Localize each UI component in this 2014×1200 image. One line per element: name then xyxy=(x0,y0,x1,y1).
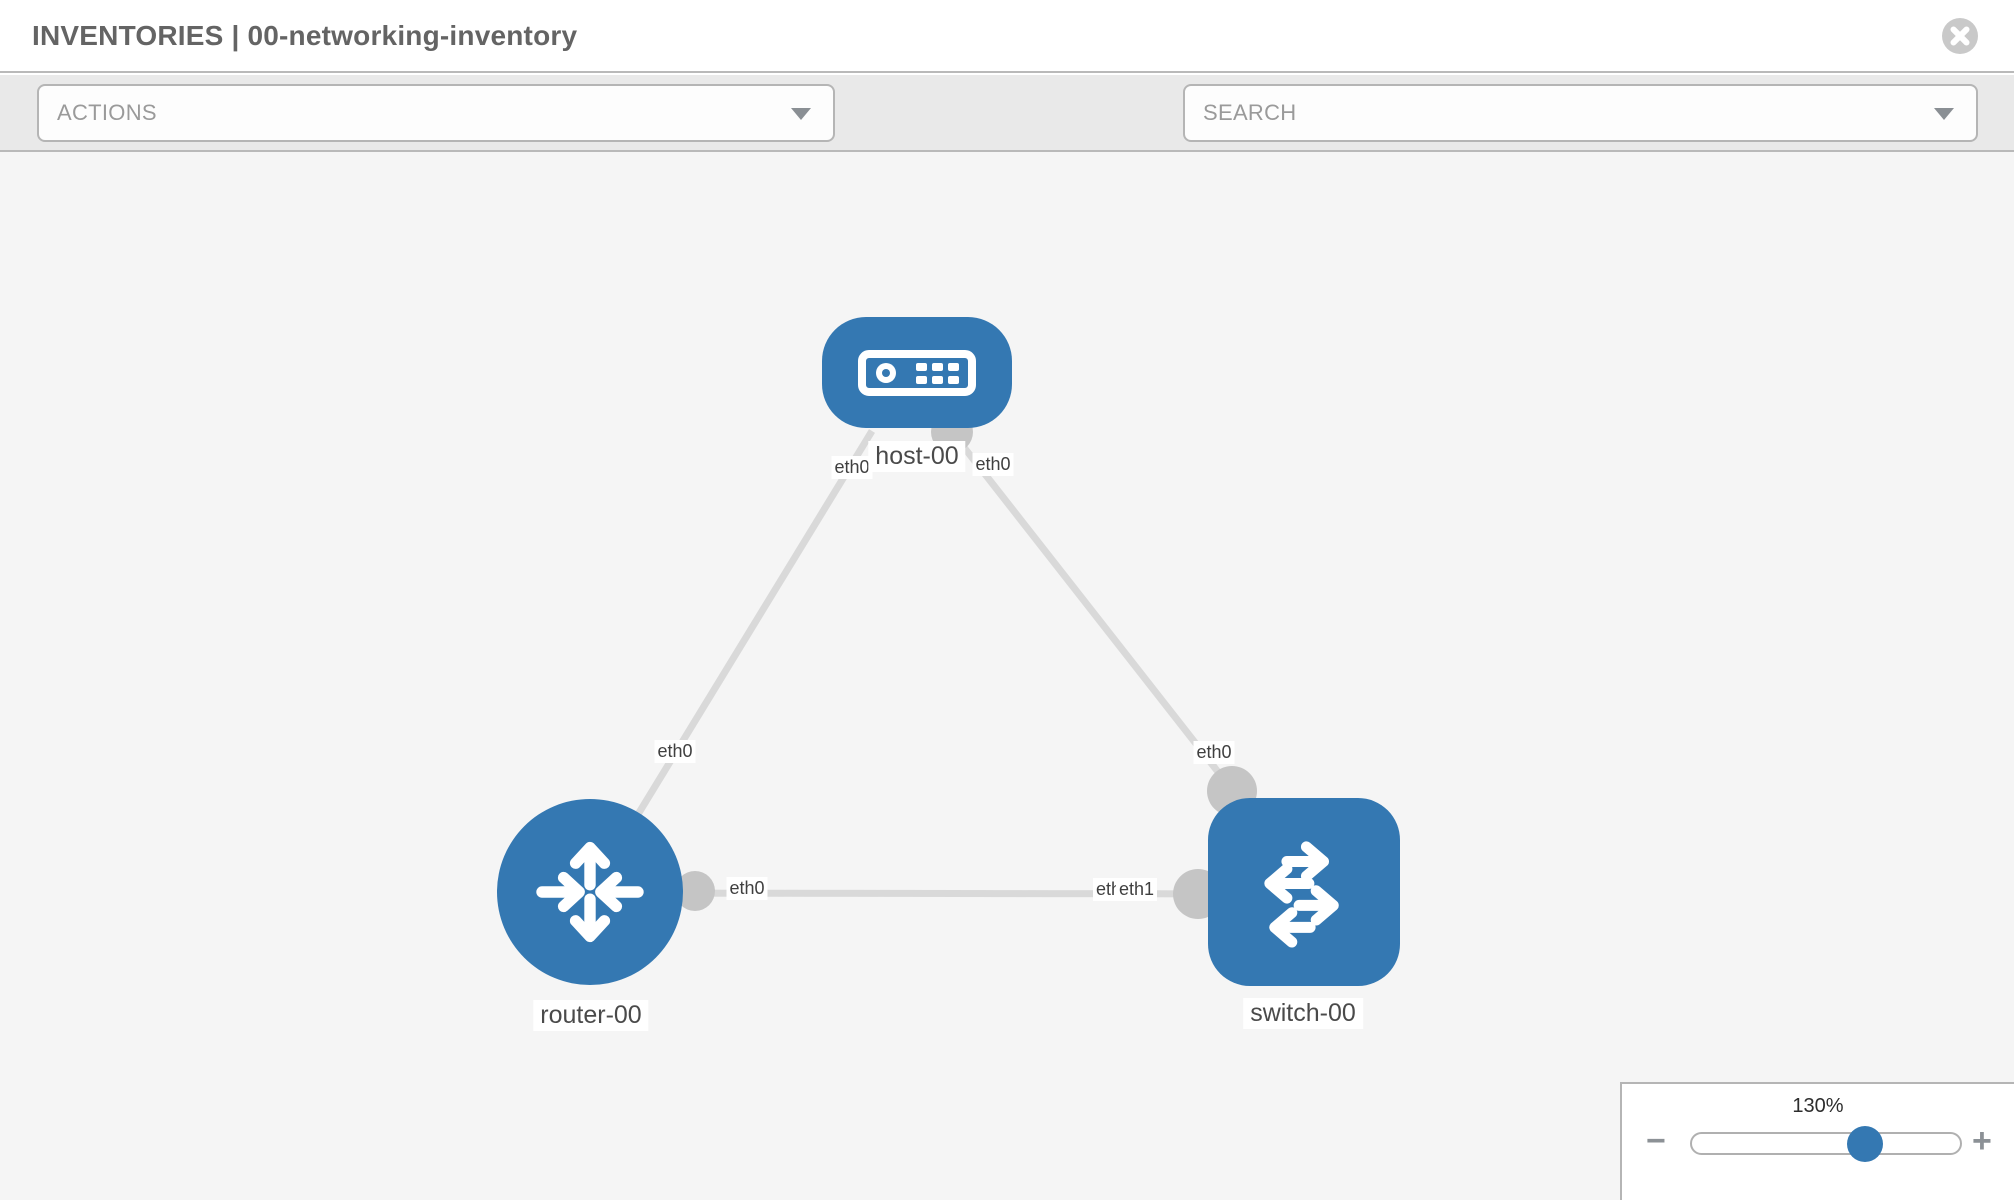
iface-label-switch-left-front: eth1 xyxy=(1116,878,1158,901)
node-host-00[interactable] xyxy=(822,317,1012,428)
search-placeholder: SEARCH xyxy=(1203,100,1297,125)
node-label-router-00: router-00 xyxy=(533,1000,649,1031)
topology-links-layer xyxy=(587,411,1306,919)
iface-label-host-right: eth0 xyxy=(972,453,1014,476)
page-title: INVENTORIES | 00-networking-inventory xyxy=(32,19,578,51)
close-icon xyxy=(1942,18,1978,54)
host-icon xyxy=(858,349,976,396)
link-host-switch xyxy=(949,429,1243,803)
iface-label-router-host-link: eth0 xyxy=(654,740,696,763)
topology-canvas[interactable]: host-00 router-00 switch-00 eth0 eth0 et… xyxy=(0,152,2014,1200)
switch-icon xyxy=(1264,841,1339,948)
node-label-switch-00: switch-00 xyxy=(1243,998,1363,1029)
zoom-panel: 130% − + xyxy=(1620,1082,2014,1200)
zoom-out-button[interactable]: − xyxy=(1646,1122,1666,1160)
zoom-level-value: 130% xyxy=(1792,1095,1844,1117)
zoom-slider-thumb[interactable] xyxy=(1847,1126,1883,1162)
iface-label-router-right: eth0 xyxy=(726,877,768,900)
actions-dropdown-label: ACTIONS xyxy=(57,100,157,125)
chevron-down-icon xyxy=(1934,108,1954,120)
chevron-down-icon xyxy=(791,108,811,120)
header: INVENTORIES | 00-networking-inventory xyxy=(0,0,2014,73)
zoom-slider-track[interactable] xyxy=(1690,1132,1962,1155)
iface-label-switch-top: eth0 xyxy=(1193,741,1235,764)
node-switch-00[interactable] xyxy=(1208,798,1400,986)
iface-label-host-left: eth0 xyxy=(831,456,873,479)
close-button[interactable] xyxy=(1941,17,1979,55)
search-dropdown[interactable]: SEARCH xyxy=(1183,84,1978,142)
router-icon xyxy=(536,841,644,943)
port-circle-router-eth0 xyxy=(675,871,715,911)
node-router-00[interactable] xyxy=(497,799,683,985)
actions-dropdown[interactable]: ACTIONS xyxy=(37,84,835,142)
node-label-host-00: host-00 xyxy=(868,441,966,472)
toolbar: ACTIONS SEARCH xyxy=(0,75,2014,212)
zoom-in-button[interactable]: + xyxy=(1972,1122,1992,1160)
